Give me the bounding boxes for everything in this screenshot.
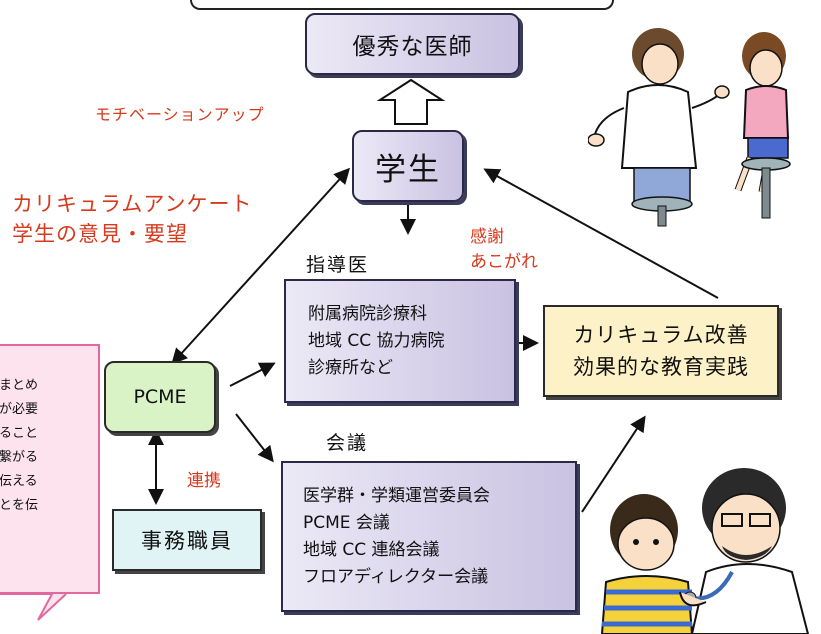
student-opinions-label: 学生の意見・要望 xyxy=(12,222,188,246)
meetings-item: PCME 会議 xyxy=(303,512,390,533)
instructors-box: 附属病院診療科 地域 CC 協力病院 診療所など xyxy=(284,279,516,403)
note-line: がること xyxy=(0,426,39,441)
meetings-box: 医学群・学類運営委員会 PCME 会議 地域 CC 連絡会議 フロアディレクター… xyxy=(281,461,577,612)
note-line: を伝える xyxy=(0,474,38,489)
arrow-student-pcme xyxy=(171,167,351,365)
motivation-up-label: モチベーションアップ xyxy=(95,105,265,124)
doctor-child-illustration xyxy=(588,28,791,227)
curriculum-improvement-box: カリキュラム改善 効果的な教育実践 xyxy=(543,305,779,397)
meetings-item: 地域 CC 連絡会議 xyxy=(303,539,440,560)
note-callout: まとめ、 が必要。 がること 繋がる。 を伝える ことを伝 xyxy=(0,344,100,594)
note-line: が必要。 xyxy=(0,402,39,417)
curriculum-improvement-line: カリキュラム改善 xyxy=(573,323,749,347)
instructors-item: 地域 CC 協力病院 xyxy=(308,330,445,351)
meetings-title: 会議 xyxy=(320,428,375,455)
arrow-meetings-to-curriculum xyxy=(581,415,646,513)
note-line: 繋がる。 xyxy=(0,450,39,465)
note-line: まとめ、 xyxy=(0,378,39,393)
note-callout-tail xyxy=(0,593,67,621)
arrow-pcme-to-instructors xyxy=(229,362,276,387)
admiration-label: あこがれ xyxy=(470,252,538,272)
stethoscope-illustration xyxy=(600,468,810,634)
effective-education-line: 効果的な教育実践 xyxy=(573,355,749,379)
arrow-curriculum-to-student xyxy=(483,168,719,299)
student-box: 学生 xyxy=(352,130,464,202)
excellent-doctor-box: 優秀な医師 xyxy=(305,13,520,75)
gratitude-label: 感謝 xyxy=(470,227,504,247)
note-line: ことを伝 xyxy=(0,498,39,513)
arrow-pcme-to-meetings xyxy=(235,413,274,463)
cooperation-label: 連携 xyxy=(187,471,221,491)
instructors-item: 附属病院診療科 xyxy=(308,303,427,324)
office-staff-box: 事務職員 xyxy=(112,509,262,571)
instructors-title: 指導医 xyxy=(300,250,376,277)
pcme-box: PCME xyxy=(104,361,216,433)
curriculum-survey-label: カリキュラムアンケート xyxy=(12,192,253,216)
hollow-up-arrow xyxy=(376,78,446,125)
instructors-item: 診療所など xyxy=(308,357,393,378)
meetings-item: フロアディレクター会議 xyxy=(303,566,489,587)
meetings-item: 医学群・学類運営委員会 xyxy=(303,485,490,506)
